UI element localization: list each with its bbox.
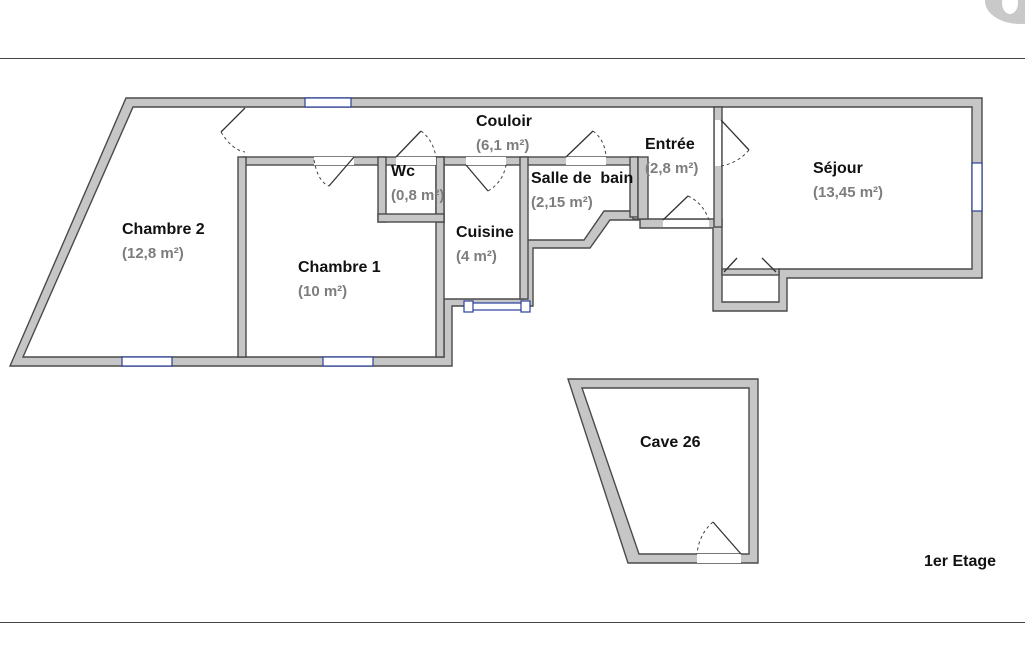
- window-sejour-right: [971, 162, 983, 212]
- wall-cuisine-sdb: [519, 156, 529, 300]
- door-chambre2: [220, 107, 246, 153]
- window-chambre1-bottom: [322, 356, 374, 367]
- door-wc: [395, 130, 437, 158]
- room-name: Séjour: [813, 160, 863, 177]
- wall-chambre2-chambre1: [237, 156, 247, 358]
- room-area: (10 m²): [298, 283, 348, 300]
- wall-entree-left: [637, 156, 649, 220]
- room-area: (2,8 m²): [645, 160, 699, 177]
- door-front: [662, 195, 710, 221]
- room-chambre-1: Chambre 1 (10 m²): [298, 256, 381, 304]
- door-sejour-alcove: [723, 257, 777, 273]
- room-salle-de-bain: Salle de bain (2,15 m²): [531, 167, 633, 215]
- wall-entree-sejour: [713, 106, 723, 228]
- door-entree: [720, 119, 750, 167]
- room-cuisine: Cuisine (4 m²): [456, 221, 514, 269]
- room-entree: Entrée (2,8 m²): [645, 133, 698, 181]
- door-chambre1: [313, 156, 355, 187]
- room-area: (13,45 m²): [813, 184, 884, 201]
- door-cuisine: [465, 164, 507, 192]
- window-cuisine-bottom: [463, 300, 531, 313]
- room-area: (6,1 m²): [476, 137, 530, 154]
- room-cave: Cave 26: [640, 431, 701, 455]
- room-wc: Wc (0,8 m²): [391, 160, 444, 208]
- room-name: Couloir: [476, 113, 532, 130]
- door-sdb: [565, 130, 607, 158]
- cave-outer-wall: [567, 378, 759, 564]
- bottom-divider: [0, 622, 1025, 623]
- room-chambre-2: Chambre 2 (12,8 m²): [122, 218, 205, 266]
- room-name: Cuisine: [456, 224, 514, 241]
- room-area: (4 m²): [456, 248, 497, 265]
- wall-wc-left: [377, 156, 387, 223]
- room-name: Chambre 2: [122, 221, 205, 238]
- room-sejour: Séjour (13,45 m²): [813, 157, 883, 205]
- room-area: (0,8 m²): [391, 187, 445, 204]
- room-name: Entrée: [645, 136, 695, 153]
- floor-label: 1er Etage: [924, 553, 997, 570]
- window-couloir-top: [304, 97, 352, 108]
- window-chambre2-bottom: [121, 356, 173, 367]
- room-name: Chambre 1: [298, 259, 381, 276]
- room-couloir: Couloir (6,1 m²): [476, 110, 532, 158]
- door-cave: [696, 521, 742, 555]
- room-area: (2,15 m²): [531, 194, 593, 211]
- room-area: (12,8 m²): [122, 245, 184, 262]
- room-name: Wc: [391, 163, 415, 180]
- room-name: Salle de bain: [531, 170, 634, 187]
- wall-wc-bottom: [377, 213, 445, 223]
- top-divider: [0, 58, 1025, 59]
- room-name: Cave 26: [640, 434, 701, 451]
- sejour-alcove-top: [721, 268, 780, 276]
